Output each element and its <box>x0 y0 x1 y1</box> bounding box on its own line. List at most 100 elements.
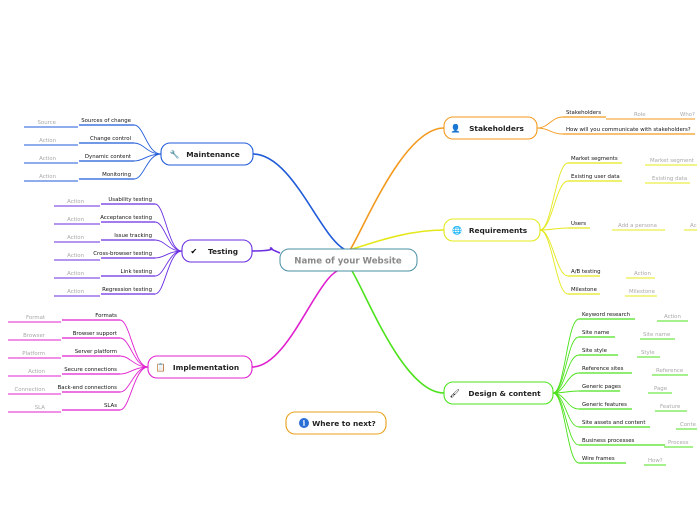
child-topic-label[interactable]: Acceptance testing <box>100 215 152 221</box>
subtopic-label[interactable]: Action <box>67 271 84 277</box>
child-connector <box>539 180 569 231</box>
central-topic-label: Name of your Website <box>294 257 402 267</box>
child-topic-label[interactable]: Back-end connections <box>58 385 118 391</box>
child-topic-label[interactable]: Browser support <box>73 331 117 337</box>
branch-requirements[interactable]: 🌐Requirements <box>443 218 541 242</box>
child-topic-label[interactable]: SLAs <box>104 403 117 409</box>
child-topic-label[interactable]: Site name <box>582 330 610 336</box>
child-topic-label[interactable]: Keyword research <box>582 312 630 318</box>
subtopic-label[interactable]: Existing data <box>652 176 687 182</box>
child-connector <box>133 124 162 155</box>
subtopic-label[interactable]: Style <box>641 350 655 356</box>
child-topic-label[interactable]: Stakeholders <box>566 110 601 116</box>
branch-connector <box>251 268 347 368</box>
child-topic-label[interactable]: Reference sites <box>582 366 624 372</box>
central-topic[interactable]: Name of your Website <box>279 248 418 272</box>
subtopic-label[interactable]: Action <box>67 253 84 259</box>
child-topic-label[interactable]: Secure connections <box>64 367 117 373</box>
child-topic-label[interactable]: Change control <box>90 136 131 142</box>
child-connector <box>119 319 149 368</box>
branch-connector <box>351 270 445 394</box>
child-connector <box>154 203 183 252</box>
subtopic-label[interactable]: Milestone <box>629 289 656 295</box>
subtopic-label[interactable]: Format <box>26 315 45 321</box>
subtopic-label[interactable]: Action <box>67 199 84 205</box>
child-topic-label[interactable]: Site assets and content <box>582 420 645 426</box>
subtopic-label[interactable]: Platform <box>22 351 45 357</box>
checkmark-icon: ✔ <box>191 247 198 256</box>
child-topic-label[interactable]: Generic features <box>582 402 627 408</box>
subtopic-label[interactable]: Ac <box>690 223 697 229</box>
child-topic-label[interactable]: Wire frames <box>582 456 615 462</box>
child-connector <box>119 337 149 368</box>
subtopic-label[interactable]: Connection <box>14 387 45 393</box>
branch-label: Stakeholders <box>469 124 524 133</box>
child-connector <box>119 355 149 368</box>
child-topic-label[interactable]: Market segments <box>571 156 618 162</box>
subtopic-label[interactable]: Conte <box>680 422 697 428</box>
child-topic-label[interactable]: Business processes <box>582 438 635 444</box>
child-connector <box>539 162 569 231</box>
branch-implementation[interactable]: 📋Implementation <box>147 355 253 379</box>
subtopic-label[interactable]: Role <box>634 112 646 118</box>
child-topic-label[interactable]: Monitoring <box>102 172 131 178</box>
info-icon-glyph: i <box>303 419 306 428</box>
branch-label: Implementation <box>173 363 239 372</box>
child-connector <box>154 250 183 277</box>
child-topic-label[interactable]: Sources of change <box>81 118 131 124</box>
child-connector <box>536 127 564 135</box>
subtopic-label[interactable]: Market segment <box>650 158 694 164</box>
child-connector <box>119 366 149 411</box>
child-connector <box>552 392 580 428</box>
subtopic-label[interactable]: Page <box>654 386 668 392</box>
subtopic-label[interactable]: Action <box>39 156 56 162</box>
subtopic-label[interactable]: Feature <box>660 404 681 410</box>
child-connector <box>552 372 580 394</box>
subtopic-label[interactable]: Reference <box>656 368 684 374</box>
child-topic-label[interactable]: A/B testing <box>571 269 601 275</box>
subtopic-label[interactable]: Add a persona <box>618 223 657 229</box>
globe-icon: 🌐 <box>452 225 462 235</box>
branch-design[interactable]: 🖌Design & content <box>443 381 554 405</box>
subtopic-label[interactable]: Site name <box>643 332 671 338</box>
subtopic-label[interactable]: Action <box>67 235 84 241</box>
subtopic-label[interactable]: Who? <box>680 112 695 118</box>
subtopic-label[interactable]: Action <box>67 217 84 223</box>
branch-maintenance[interactable]: 🔧Maintenance <box>160 142 254 166</box>
child-topic-label[interactable]: Server platform <box>75 349 117 355</box>
child-topic-label[interactable]: Generic pages <box>582 384 621 390</box>
child-topic-label[interactable]: Cross-browser testing <box>93 251 152 257</box>
subtopic-label[interactable]: SLA <box>35 405 46 411</box>
subtopic-label[interactable]: Source <box>37 120 56 126</box>
branch-label: Design & content <box>468 389 541 398</box>
subtopic-label[interactable]: Browser <box>23 333 46 339</box>
subtopic-label[interactable]: How? <box>648 458 663 464</box>
child-connector <box>154 239 183 252</box>
subtopic-label[interactable]: Action <box>67 289 84 295</box>
branch-stakeholders[interactable]: 👤Stakeholders <box>443 116 538 140</box>
subtopic-label[interactable]: Process <box>668 440 689 446</box>
child-topic-label[interactable]: Issue tracking <box>114 233 152 239</box>
child-topic-label[interactable]: Formats <box>95 313 117 319</box>
child-topic-label[interactable]: Existing user data <box>571 174 620 180</box>
child-connector <box>552 336 580 394</box>
child-topic-label[interactable]: Site style <box>582 348 608 354</box>
subtopic-label[interactable]: Action <box>39 174 56 180</box>
child-topic-label[interactable]: Link testing <box>121 269 152 275</box>
child-connector <box>539 229 569 295</box>
child-connector <box>539 229 569 277</box>
child-topic-label[interactable]: How will you communicate with stakeholde… <box>566 127 691 133</box>
subtopic-label[interactable]: Action <box>664 314 681 320</box>
child-topic-label[interactable]: Users <box>571 221 586 227</box>
branch-testing[interactable]: ✔Testing <box>181 239 253 263</box>
subtopic-label[interactable]: Action <box>39 138 56 144</box>
subtopic-label[interactable]: Action <box>634 271 651 277</box>
child-topic-label[interactable]: Milestone <box>571 287 598 293</box>
child-topic-label[interactable]: Regression testing <box>102 287 152 293</box>
subtopic-label[interactable]: Action <box>28 369 45 375</box>
wrench-icon: 🔧 <box>170 149 180 159</box>
child-topic-label[interactable]: Usability testing <box>108 197 152 203</box>
floating-topic-where-to-next[interactable]: i Where to next? <box>285 411 387 435</box>
child-topic-label[interactable]: Dynamic content <box>85 154 131 160</box>
floating-topic-label: Where to next? <box>312 419 376 428</box>
